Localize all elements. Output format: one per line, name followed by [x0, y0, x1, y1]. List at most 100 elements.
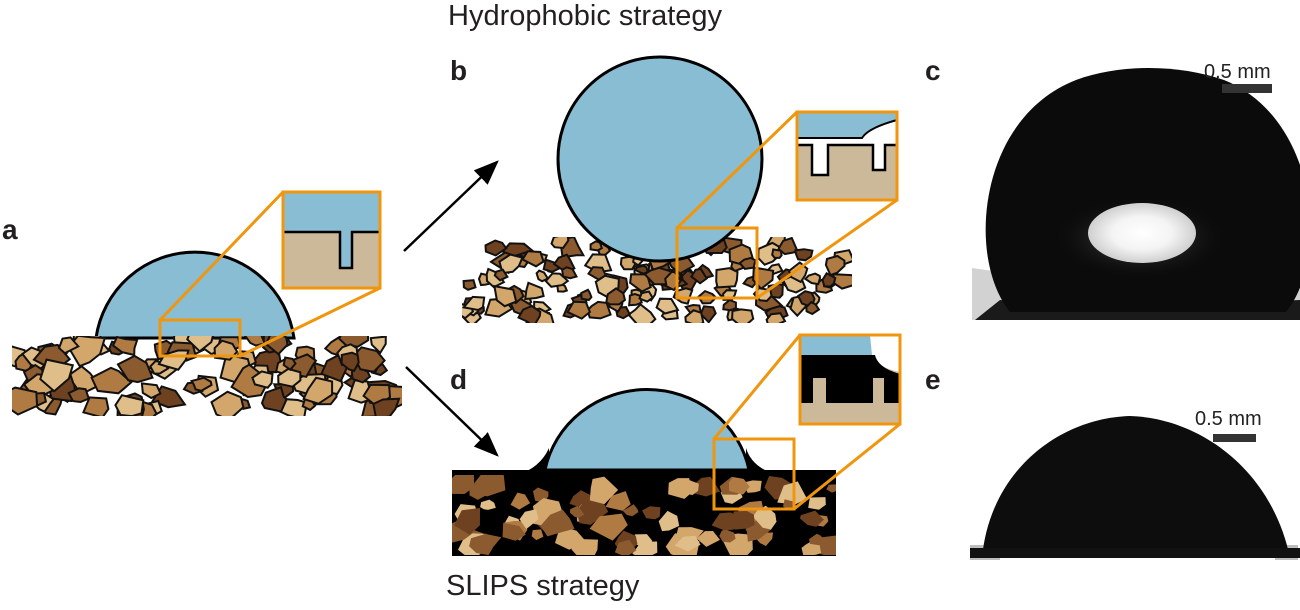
substrate-particle: [728, 477, 750, 495]
substrate-particle: [550, 237, 570, 250]
droplet-b: [556, 55, 764, 263]
substrate-particle: [540, 509, 575, 537]
substrate-particle: [519, 509, 539, 530]
substrate-particle: [614, 539, 637, 555]
scale-bar-e: [1213, 434, 1256, 442]
substrate-particle: [67, 387, 91, 404]
substrate-particle: [493, 284, 518, 308]
substrate-particle: [251, 370, 274, 389]
substrate-particle: [805, 300, 821, 316]
substrate-particle: [521, 250, 545, 268]
reflection-c: [1088, 203, 1196, 263]
substrate-particle: [498, 253, 524, 275]
substrate-particle: [282, 356, 297, 372]
substrate-particle: [589, 476, 619, 505]
substrate-particle: [452, 475, 475, 494]
substrate-particle: [190, 376, 213, 392]
substrate-particle: [462, 295, 486, 312]
substrate-particle: [655, 297, 680, 315]
scale-label-c: 0.5 mm: [1204, 61, 1271, 83]
substrate-particle: [765, 312, 787, 323]
substrate-particle: [502, 522, 526, 541]
substrate-particle: [484, 239, 508, 257]
substrate-particle: [510, 492, 531, 510]
droplet-e: [982, 416, 1290, 558]
substrate-particle: [808, 497, 826, 510]
substrate-particle: [454, 508, 480, 535]
substrate-particle: [493, 268, 509, 282]
substrate-particle: [675, 478, 699, 495]
substrate-particle: [186, 336, 214, 353]
substrate-a: [12, 336, 402, 416]
panel-c-photo: [972, 58, 1300, 320]
panel-e-photo: [970, 385, 1300, 560]
panel-a-illustration: [12, 190, 402, 416]
substrate-particle: [570, 505, 585, 518]
hydrophobic-strategy-title: Hydrophobic strategy: [448, 0, 723, 32]
substrate-particle: [738, 256, 758, 270]
substrate-particle: [722, 298, 737, 312]
substrate-particle: [535, 269, 550, 283]
substrate-particle: [824, 254, 846, 277]
lubricant-meniscus-right: [746, 448, 778, 475]
substrate-particle: [82, 396, 110, 416]
droplet-d: [543, 388, 751, 472]
substrate-particle: [642, 506, 661, 520]
substrate-particle: [658, 510, 680, 532]
substrate-particle: [340, 351, 360, 372]
substrate-particle: [632, 541, 658, 555]
arrow-to-slips: [405, 366, 499, 457]
panel-label-c: c: [925, 55, 941, 86]
substrate-particle: [338, 336, 370, 348]
substrate-particle: [794, 248, 814, 262]
substrate-particle: [771, 248, 783, 259]
substrate-particle: [277, 367, 302, 388]
substrate-particle: [372, 397, 401, 416]
substrate-particle: [576, 499, 609, 525]
substrate-particle: [627, 292, 643, 307]
droplet-a: [94, 250, 296, 340]
substrate-particle: [605, 287, 627, 306]
panel-label-a: a: [2, 214, 18, 245]
substrate-particle: [777, 481, 807, 505]
substrate-particle: [832, 273, 852, 290]
substrate-particle: [531, 529, 544, 541]
substrate-particle: [302, 376, 334, 405]
substrate-particle: [731, 308, 755, 323]
substrate-particle: [684, 309, 705, 323]
substrate-particle: [586, 300, 612, 320]
substrate-particle: [674, 535, 701, 552]
substrate-particle: [808, 533, 826, 546]
scale-bar-c: [1222, 84, 1272, 93]
substrate-particle: [210, 390, 245, 416]
lubricant-meniscus-left: [517, 448, 549, 475]
substrate-particle: [799, 510, 824, 527]
substrate-particle: [90, 366, 133, 395]
substrate-particle: [260, 385, 288, 413]
substrate-particle: [57, 336, 80, 355]
zoom-inset-b: [795, 110, 899, 202]
zoom-inset-d: [798, 333, 902, 426]
scale-label-e: 0.5 mm: [1195, 408, 1262, 430]
substrate-particle: [699, 305, 717, 323]
substrate-particle: [730, 511, 755, 530]
substrate-particle: [719, 528, 736, 543]
panel-label-d: d: [450, 364, 468, 395]
substrate-particle: [12, 386, 39, 416]
substrate-particle: [803, 272, 822, 286]
substrate-particle: [111, 336, 139, 357]
substrate-particle: [532, 498, 563, 517]
arrow-to-hydrophobic: [403, 160, 499, 252]
substrate-particle: [517, 304, 542, 323]
zoom-box-small-b: [675, 226, 759, 300]
substrate-particle: [777, 237, 800, 256]
substrate-particle: [589, 513, 628, 541]
panel-d-illustration: [452, 333, 902, 556]
substrate-particle: [480, 499, 496, 510]
substrate-particle: [821, 271, 837, 288]
substrate-particle: [715, 267, 739, 289]
substrate-particle: [622, 504, 639, 517]
substrate-particle: [524, 281, 545, 301]
substrate-particle: [638, 290, 654, 303]
substrate-particle: [561, 266, 578, 280]
